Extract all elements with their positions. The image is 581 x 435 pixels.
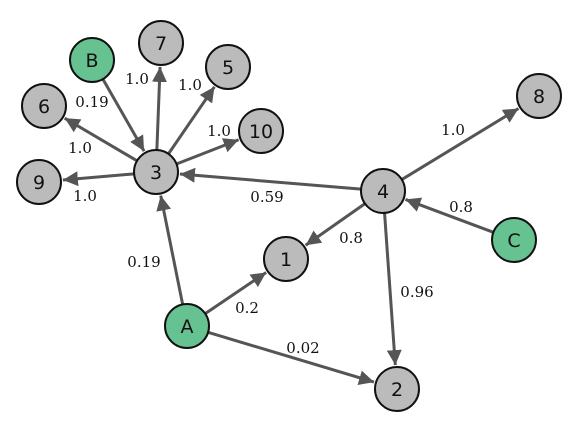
nodes-layer: A B C 1 2 3 4 5 6 7 8 9 10: [16, 20, 562, 412]
edge-A-2: [207, 330, 375, 385]
edge-label-A-1: 0.2: [235, 299, 259, 317]
node-label-9: 9: [33, 172, 45, 194]
edge-label-B-3: 0.19: [75, 93, 108, 111]
node-circle-10: [238, 108, 284, 154]
node-label-4: 4: [377, 181, 389, 203]
node-B: B: [69, 37, 115, 83]
edge-4-1: [304, 202, 366, 247]
edge-label-3-10: 1.0: [207, 122, 231, 140]
edge-A-3: [156, 195, 185, 305]
node-3: 3: [133, 149, 179, 195]
edge-label-C-4: 0.8: [449, 198, 473, 216]
node-label-5: 5: [222, 57, 234, 79]
node-circle-C: [491, 217, 537, 263]
node-1: 1: [263, 236, 309, 282]
node-circle-4: [360, 168, 406, 214]
edge-label-4-1: 0.8: [339, 229, 363, 247]
edge-3-7: [151, 66, 167, 151]
node-circle-8: [516, 73, 562, 119]
node-circle-6: [21, 83, 67, 129]
node-label-8: 8: [533, 86, 545, 108]
node-7: 7: [138, 20, 184, 66]
edge-labels-layer: 0.19 1.0 1.0 1.0 1.0 1.0 0.59 1.0 0.8 0.8 0.96 0.19…: [68, 70, 473, 357]
edge-label-3-6: 1.0: [68, 139, 92, 157]
node-circle-5: [205, 44, 251, 90]
edge-label-4-2: 0.96: [400, 283, 433, 301]
node-label-10: 10: [249, 121, 273, 143]
edge-label-3-5: 1.0: [178, 76, 202, 94]
node-circle-7: [138, 20, 184, 66]
node-label-C: C: [507, 230, 520, 252]
edge-4-2: [383, 212, 402, 366]
node-8: 8: [516, 73, 562, 119]
node-circle-1: [263, 236, 309, 282]
node-label-7: 7: [155, 33, 167, 55]
node-circle-2: [374, 366, 420, 412]
edge-C-4: [404, 197, 494, 234]
node-circle-3: [133, 149, 179, 195]
node-label-1: 1: [280, 249, 292, 271]
edge-label-4-8: 1.0: [441, 121, 465, 139]
node-circle-9: [16, 159, 62, 205]
node-4: 4: [360, 168, 406, 214]
edge-B-3: [101, 78, 146, 152]
node-label-A: A: [181, 316, 194, 338]
node-label-2: 2: [391, 379, 403, 401]
node-circle-B: [69, 37, 115, 83]
node-2: 2: [374, 366, 420, 412]
node-A: A: [164, 303, 210, 349]
node-5: 5: [205, 44, 251, 90]
edge-3-5: [167, 85, 216, 155]
node-label-6: 6: [38, 96, 50, 118]
edges-layer: [62, 66, 520, 385]
edge-label-3-9: 1.0: [73, 187, 97, 205]
node-6: 6: [21, 83, 67, 129]
edge-4-8: [401, 107, 520, 181]
edge-A-1: [204, 271, 267, 315]
node-circle-A: [164, 303, 210, 349]
node-label-3: 3: [150, 162, 162, 184]
node-label-B: B: [85, 50, 98, 72]
node-9: 9: [16, 159, 62, 205]
edge-label-A-3: 0.19: [127, 253, 160, 271]
edge-3-9: [62, 171, 135, 187]
edge-4-3: [179, 167, 362, 191]
edge-label-4-3: 0.59: [250, 188, 283, 206]
edge-3-10: [175, 138, 240, 166]
edge-3-6: [63, 116, 138, 163]
node-C: C: [491, 217, 537, 263]
edge-label-3-7: 1.0: [125, 70, 149, 88]
edge-label-A-2: 0.02: [286, 339, 319, 357]
node-10: 10: [238, 108, 284, 154]
